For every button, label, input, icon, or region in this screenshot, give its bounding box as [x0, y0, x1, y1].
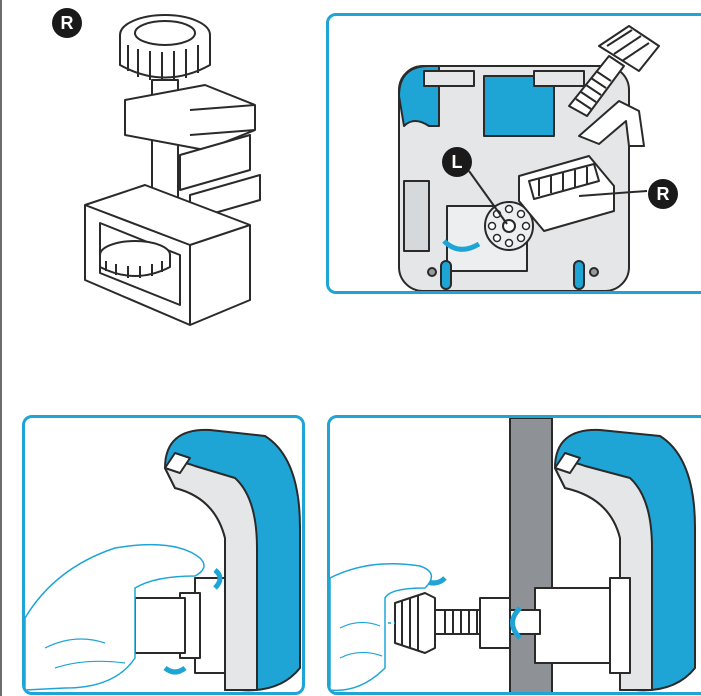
panel-device-back: L R: [326, 13, 701, 294]
callout-r-clamp: R: [52, 8, 82, 38]
clamp-illustration: [40, 5, 290, 330]
panel-mount-on-pole: [327, 415, 701, 695]
device-back-drawing: [398, 25, 660, 291]
callout-l-dial: L: [442, 147, 472, 177]
panel-attach-clamp: [22, 415, 305, 695]
mount-on-pole-drawing: [330, 418, 696, 692]
clamp-drawing: [84, 14, 261, 326]
callout-r-clamp-on-device: R: [648, 179, 678, 209]
attach-clamp-drawing: [25, 428, 301, 692]
page-left-rule: [0, 0, 2, 696]
